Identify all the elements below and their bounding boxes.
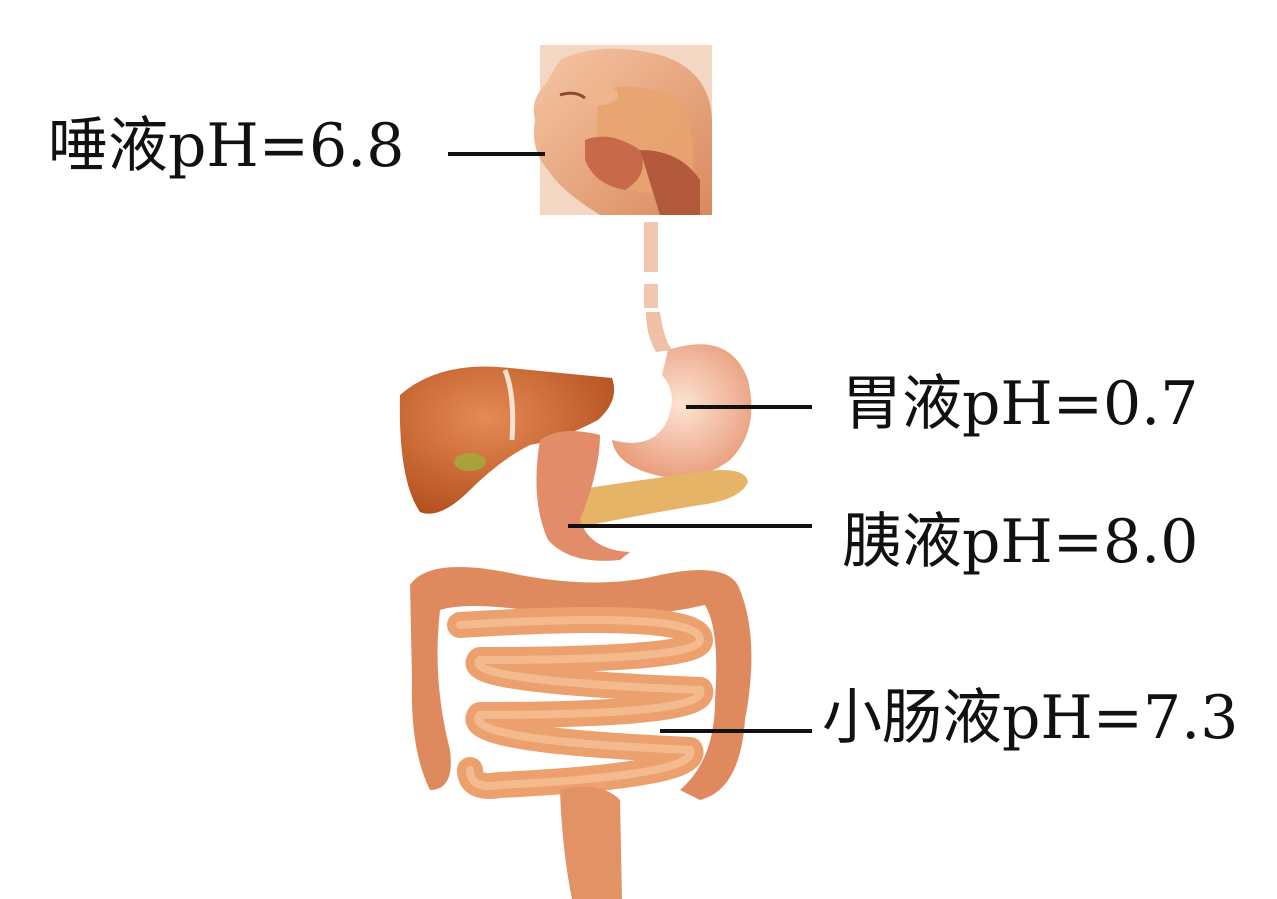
pancreatic-juice-ph-label: 胰液pH=8.0 (842, 512, 1198, 572)
stomach (612, 344, 751, 478)
rectum (560, 787, 622, 899)
esophagus (644, 222, 672, 352)
small-intestine (460, 620, 700, 786)
intestinal-juice-ph-label: 小肠液pH=7.3 (822, 688, 1238, 748)
saliva-ph-label: 唾液pH=6.8 (48, 116, 404, 176)
head-illustration (534, 45, 712, 215)
gastric-juice-ph-label: 胃液pH=0.7 (842, 374, 1198, 434)
